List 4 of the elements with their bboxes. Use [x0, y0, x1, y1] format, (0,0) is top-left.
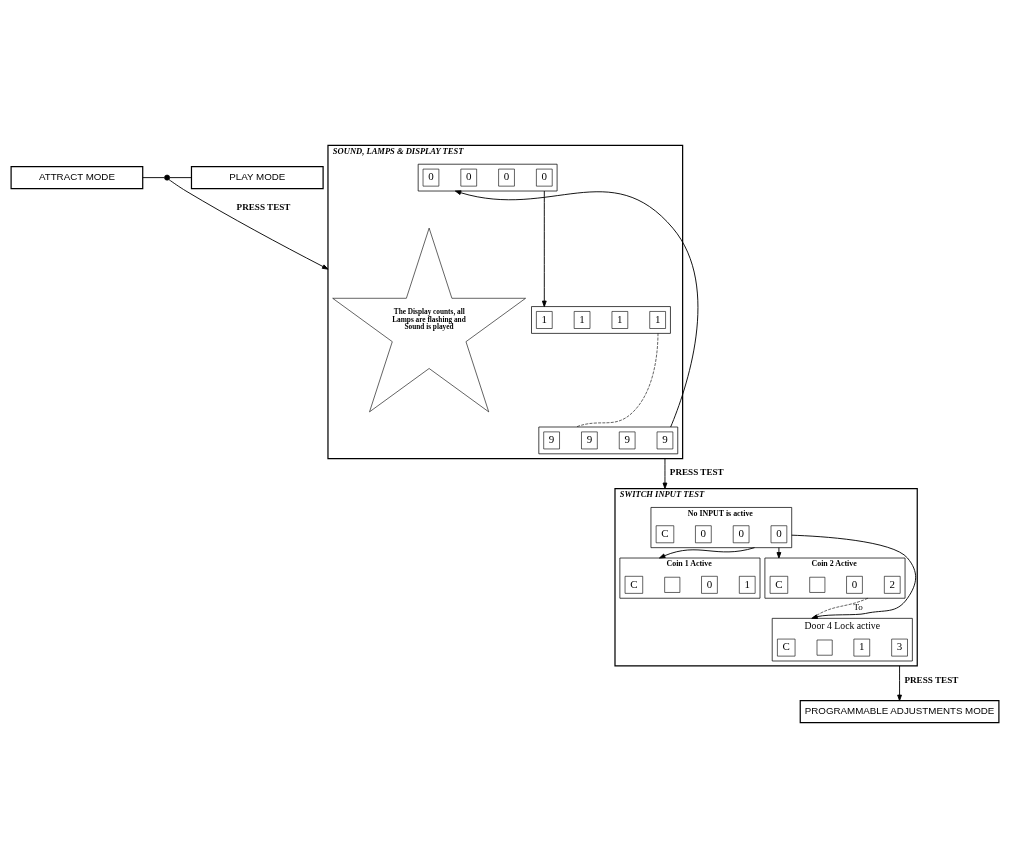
- edge-label: PRESS TEST: [236, 202, 291, 213]
- edge-label: PRESS TEST: [904, 674, 959, 685]
- edge-label: PRESS TEST: [669, 467, 724, 478]
- edge-label: To: [853, 602, 863, 613]
